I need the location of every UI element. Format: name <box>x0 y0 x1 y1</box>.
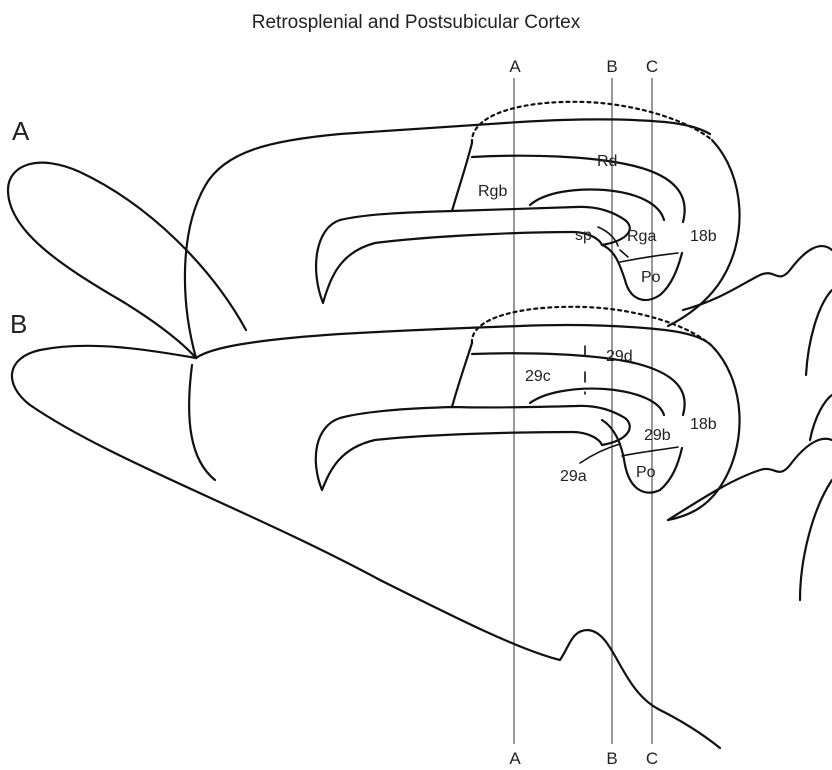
cerebellum-lower <box>668 439 832 520</box>
label-rd: Rd <box>597 153 617 170</box>
panel-a-sp-tick <box>620 250 628 257</box>
panel-b-29d-lower <box>530 389 664 415</box>
label-18b-a: 18b <box>690 228 717 245</box>
panel-a-corpus-callosum <box>316 207 630 303</box>
panel-a-rd-lower <box>530 190 664 220</box>
section-label-c-bottom: C <box>646 749 658 768</box>
label-po-a: Po <box>641 269 661 286</box>
panel-label-b: B <box>10 309 27 339</box>
label-29b: 29b <box>644 427 671 444</box>
label-rgb: Rgb <box>478 183 507 200</box>
section-label-a-top: A <box>509 57 521 76</box>
figure-title: Retrosplenial and Postsubicular Cortex <box>252 12 581 33</box>
label-sp: sp <box>575 227 592 244</box>
cerebellum-lobe-2 <box>800 480 832 600</box>
panel-a-olfactory-bulb <box>8 163 246 358</box>
panel-b-drawing <box>12 307 740 748</box>
section-label-a-bottom: A <box>509 749 521 768</box>
panel-b-po-line <box>622 447 678 456</box>
cerebellum-lobe-3 <box>810 395 832 440</box>
label-po-b: Po <box>636 464 656 481</box>
label-29d: 29d <box>606 348 633 365</box>
panel-a-rgb-boundary <box>452 143 472 211</box>
label-29a: 29a <box>560 468 587 485</box>
label-18b-b: 18b <box>690 416 717 433</box>
panel-b-hemisphere-outline <box>196 325 710 358</box>
panel-label-a: A <box>12 116 30 146</box>
cerebellum-lobe-1 <box>806 290 832 375</box>
panel-b-29c-boundary <box>452 343 472 407</box>
panel-b-lower-outline <box>12 346 720 748</box>
panel-b-29a-line <box>580 444 620 463</box>
section-label-c-top: C <box>646 57 658 76</box>
panel-b-posterior-outline <box>668 346 740 520</box>
panel-a-po-line <box>620 253 678 262</box>
label-29c: 29c <box>525 368 551 385</box>
section-label-b-top: B <box>606 57 617 76</box>
panel-b-inner-outline <box>189 365 215 480</box>
section-label-b-bottom: B <box>606 749 617 768</box>
label-rga: Rga <box>627 228 656 245</box>
